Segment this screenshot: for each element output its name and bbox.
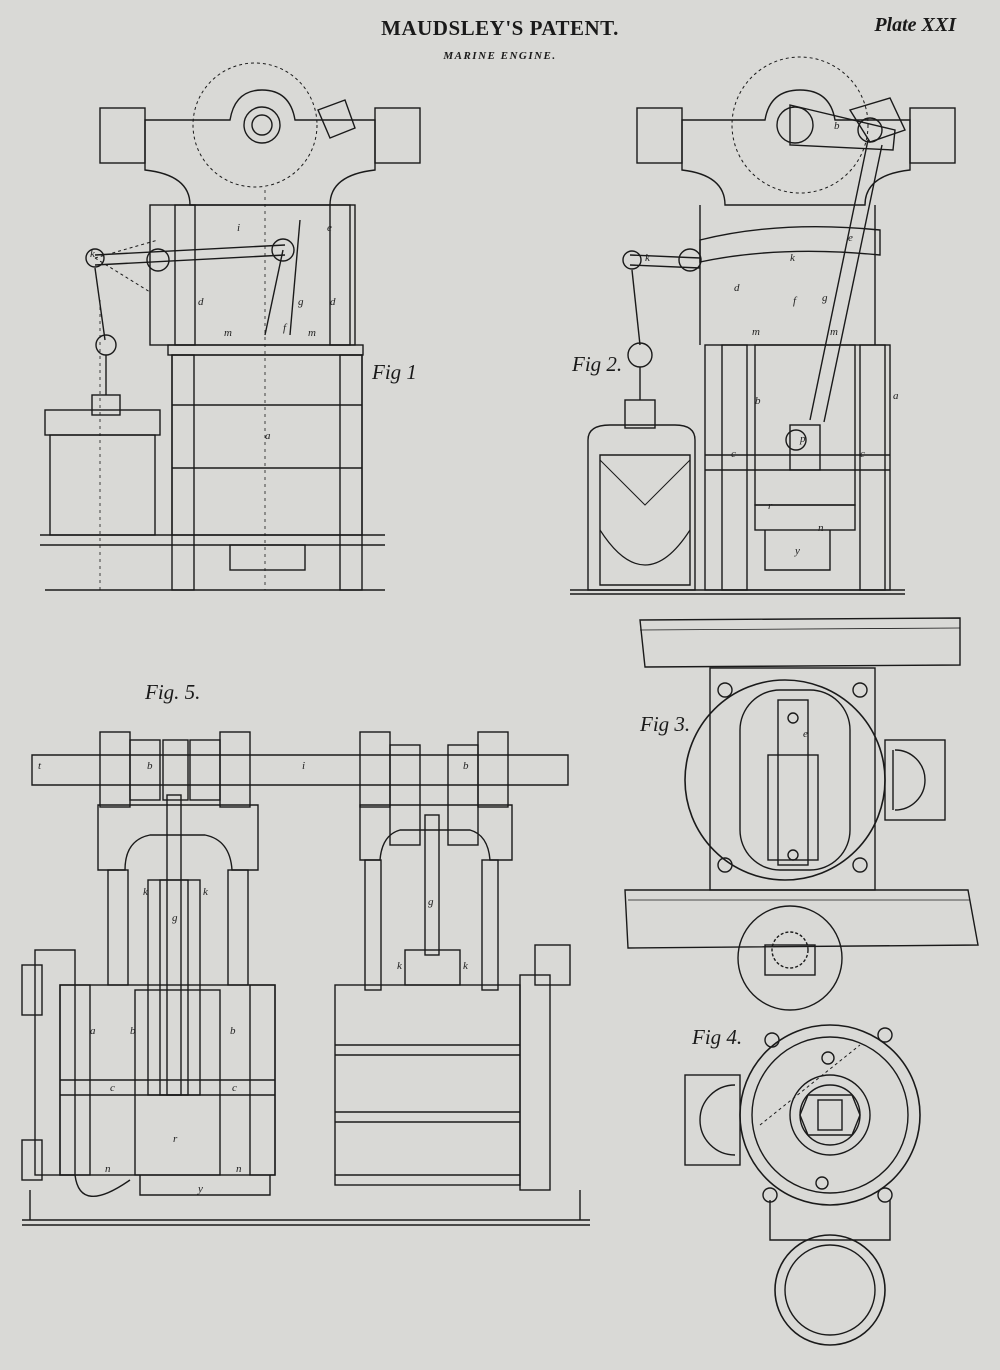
fig1-letter-d1: d [198,296,204,308]
fig1-letter-e: e [327,222,332,234]
fig5-drawing [21,731,590,1226]
fig5-label: Fig. 5. [145,680,201,704]
fig2-letter-e: e [848,232,853,244]
fig2-letter-f: f [793,295,797,307]
fig2-letter-g: g [822,292,828,304]
fig1-letter-f: f [283,322,287,334]
fig5-letter-n2: n [236,1163,242,1175]
fig5-letter-b2: b [463,760,469,772]
fig5-letter-k1: k [143,886,148,898]
fig1-letter-m1: m [224,327,232,339]
fig2-letter-a: a [893,390,899,402]
fig5-letter-k2: k [203,886,208,898]
fig3-drawing [624,617,979,1011]
fig5-letter-r: r [173,1133,178,1145]
fig5-letter-g2: g [172,912,178,924]
fig1-label: Fig 1 [372,360,417,384]
fig2-letter-b2: b [755,395,761,407]
fig4-drawing [684,1024,921,1346]
fig2-letter-m2: m [830,326,838,338]
fig1-letter-i: i [237,222,241,234]
fig5-letter-k4: k [463,960,468,972]
fig1-drawing [40,62,421,591]
fig2-letter-p: p [800,433,806,445]
fig3-letter-e: e [803,728,808,740]
fig2-drawing [570,56,956,595]
fig4-label: Fig 4. [692,1025,743,1049]
fig5-letter-t: t [38,760,42,772]
fig2-letter-r: r [768,500,773,512]
fig2-letter-c2: c [860,448,865,460]
fig5-letter-b1: b [147,760,153,772]
plate-subtitle: MARINE ENGINE. [443,50,557,62]
fig5-letter-c2: c [232,1082,237,1094]
fig2-letter-c1: c [731,448,736,460]
fig5-letter-g: g [428,896,434,908]
fig5-letter-b4: b [230,1025,236,1037]
fig5-letter-y: y [198,1183,203,1195]
fig5-letter-k3: k [397,960,402,972]
plate-title: MAUDSLEY'S PATENT. [381,16,619,40]
fig2-letter-n: n [818,522,824,534]
fig2-letter-d: d [734,282,740,294]
fig2-letter-b1: b [834,120,840,132]
fig1-letter-k: k [90,248,95,260]
fig2-letter-y: y [795,545,800,557]
plate-number: Plate XXI [874,14,956,36]
fig1-letter-g: g [298,296,304,308]
fig5-letter-n1: n [105,1163,111,1175]
fig2-letter-m1: m [752,326,760,338]
fig1-letter-m2: m [308,327,316,339]
fig1-letter-d2: d [330,296,336,308]
fig3-label: Fig 3. [640,712,691,736]
fig1-letter-a: a [265,430,271,442]
fig2-label: Fig 2. [572,352,623,376]
fig5-letter-b3: b [130,1025,136,1037]
fig5-letter-a: a [90,1025,96,1037]
fig5-letter-i: i [302,760,306,772]
fig2-letter-k1: k [645,252,650,264]
fig2-letter-k2: k [790,252,795,264]
fig5-letter-c1: c [110,1082,115,1094]
